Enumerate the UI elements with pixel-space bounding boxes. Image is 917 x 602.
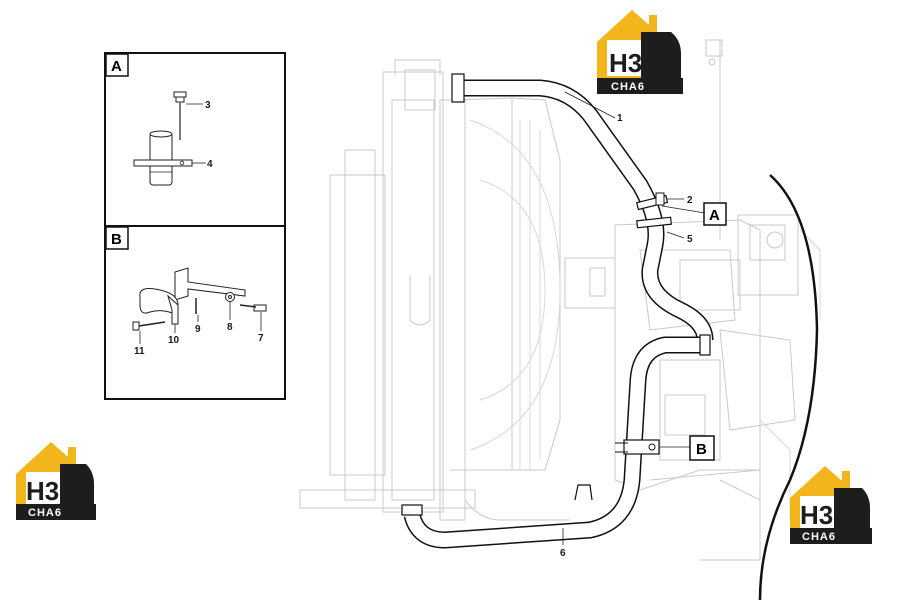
- bolt-part-11: [132, 321, 166, 331]
- logo-sub-right: CHA6: [802, 531, 836, 543]
- hose-bracket-b: [615, 439, 660, 455]
- detail-tag-b: B: [689, 435, 715, 461]
- detail-a-callout-3: 3: [205, 100, 211, 111]
- detail-a-label-box: [105, 53, 129, 77]
- washer-part-8: [225, 292, 235, 302]
- leader-tag-a: [661, 205, 706, 214]
- svg-text:B: B: [696, 441, 707, 458]
- logo-mark-top: H3: [609, 48, 642, 78]
- detail-b-callout-8: 8: [227, 322, 233, 333]
- watermark-logo-left: H3 CHA6: [16, 442, 96, 520]
- callout-5: 5: [687, 234, 693, 245]
- detail-b-callout-9: 9: [195, 324, 201, 335]
- hose-clamp-5: [636, 216, 672, 229]
- logo-sub-top: CHA6: [611, 81, 645, 93]
- radiator-background: [299, 59, 616, 521]
- detail-a-callout-4: 4: [207, 159, 213, 170]
- lower-coolant-hose: [401, 334, 711, 549]
- detail-tag-a: A: [703, 202, 727, 226]
- detail-b-callout-10: 10: [168, 335, 180, 346]
- logo-mark-right: H3: [800, 500, 833, 530]
- watermark-logo-top: H3 CHA6: [597, 10, 683, 94]
- bolt-part-3: [173, 91, 187, 140]
- logo-mark-left: H3: [26, 476, 59, 506]
- flange-pipe-part-4: [133, 130, 193, 186]
- detail-b-label-box: [105, 226, 129, 250]
- svg-text:A: A: [709, 207, 720, 224]
- detail-b-callout-7: 7: [258, 333, 264, 344]
- watermark-logo-right: H3 CHA6: [790, 466, 872, 544]
- detail-panel: A 3 4 B: [104, 52, 286, 400]
- leader-1: [564, 91, 616, 119]
- detail-a-label: A: [111, 58, 122, 75]
- callout-6: 6: [560, 548, 566, 559]
- callout-2: 2: [687, 195, 693, 206]
- engine-background: [614, 39, 821, 561]
- callout-1: 1: [617, 113, 623, 124]
- logo-sub-left: CHA6: [28, 507, 62, 519]
- bolt-part-7: [239, 304, 267, 312]
- upper-coolant-hose: [451, 73, 714, 341]
- detail-b-label: B: [111, 231, 122, 248]
- engine-housing-outline: [758, 174, 819, 601]
- leader-5: [666, 231, 685, 239]
- detail-b-callout-11: 11: [134, 346, 145, 357]
